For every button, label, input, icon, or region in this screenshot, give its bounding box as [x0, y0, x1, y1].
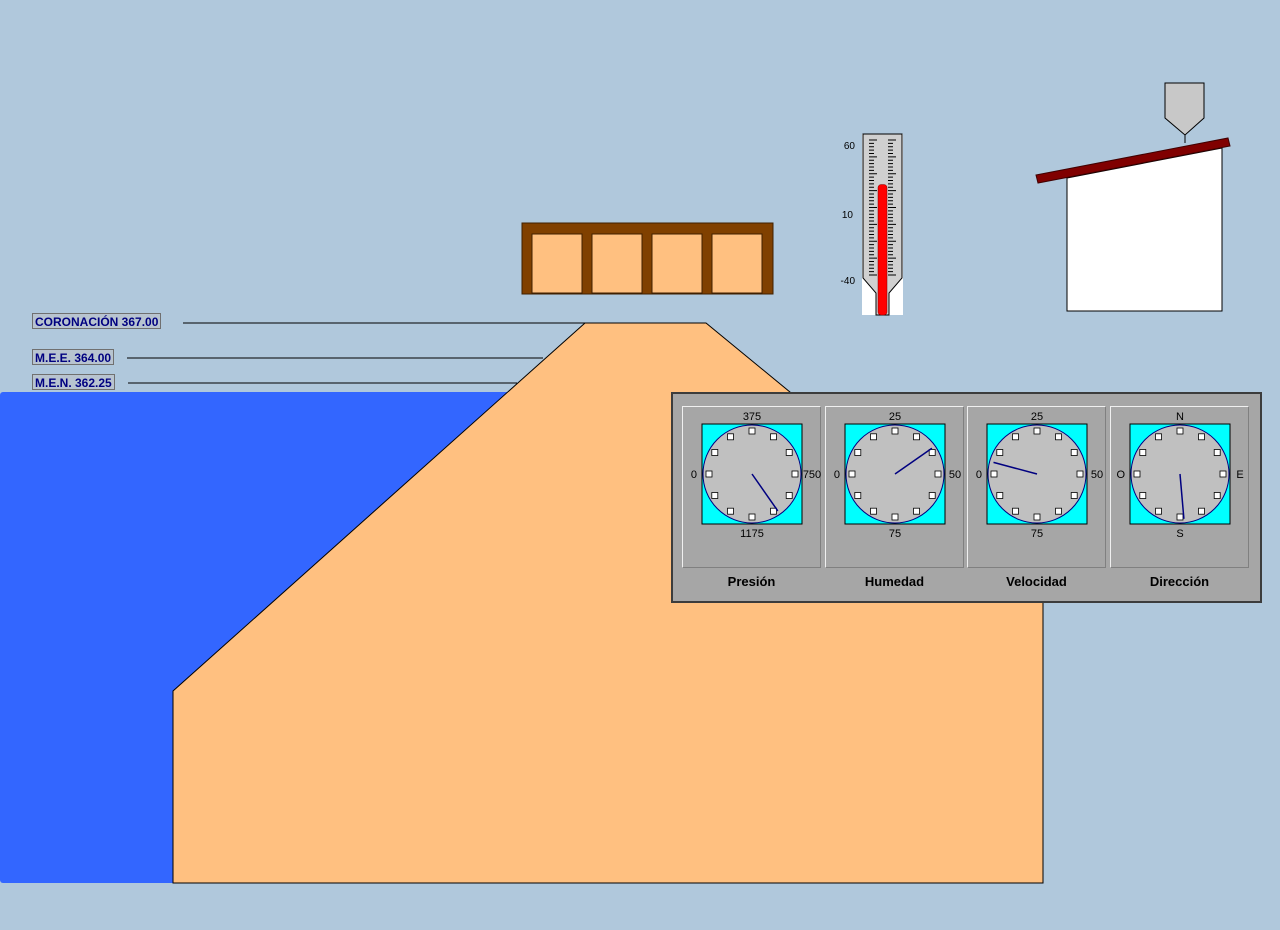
gauge-tick — [711, 492, 719, 499]
gauge-label-bottom: 1175 — [740, 528, 764, 540]
gauge-tick — [1213, 492, 1221, 499]
gauge-tick — [891, 513, 899, 521]
gauge-tick — [1176, 427, 1184, 435]
gauge-tick — [1213, 449, 1221, 456]
gauge-tick — [1176, 513, 1184, 521]
gauge-tick — [913, 507, 920, 515]
gauge-tick — [1198, 433, 1205, 441]
gauge-tick — [1139, 449, 1147, 456]
gauge-tick — [770, 507, 777, 515]
gauge-tick — [913, 433, 920, 441]
gauge-tick — [990, 470, 998, 478]
normal-level-label: M.E.N. 362.25 — [32, 374, 115, 390]
gauge-tick — [711, 449, 719, 456]
gauge-tick — [791, 470, 799, 478]
thermometer-label-min: -40 — [841, 276, 856, 287]
wind-speed-title: Velocidad — [1006, 574, 1067, 589]
gauge-tick — [854, 449, 862, 456]
gauge-label-right: 50 — [949, 469, 961, 481]
gauge-tick — [1012, 507, 1019, 515]
gauge-tick — [1139, 492, 1147, 499]
weather-station-house — [1035, 82, 1231, 312]
humidity-gauge: 25 75 0 50 — [825, 406, 964, 568]
gauge-label-bottom: 75 — [889, 528, 901, 540]
thermometer-mercury — [877, 184, 888, 316]
gauge-tick — [1033, 513, 1041, 521]
gauge-tick — [1055, 507, 1062, 515]
gauge-tick — [870, 507, 877, 515]
crest-level-label: CORONACIÓN 367.00 — [32, 313, 162, 329]
gauge-label-right: 750 — [803, 469, 821, 481]
thermometer-ticks — [869, 139, 896, 276]
gauge-tick — [1033, 427, 1041, 435]
gauge-tick — [727, 507, 734, 515]
gauge-tick — [996, 492, 1004, 499]
gauge-label-left: 0 — [691, 469, 697, 481]
gauge-tick — [785, 492, 793, 499]
gauge-label-right: E — [1236, 469, 1243, 481]
gauge-needle — [894, 447, 933, 475]
gauge-tick — [928, 492, 936, 499]
gauge-tick — [854, 492, 862, 499]
gauge-tick — [770, 433, 777, 441]
gauge-label-top: N — [1176, 411, 1184, 423]
gauge-label-left: O — [1116, 469, 1125, 481]
gauge-tick — [934, 470, 942, 478]
gauge-label-left: 0 — [834, 469, 840, 481]
pressure-title: Presión — [727, 574, 776, 589]
extraordinary-level-label: M.E.E. 364.00 — [32, 349, 115, 365]
gauge-svg: 25 75 0 50 — [976, 411, 1103, 540]
wind-direction-gauge: N S O E — [1110, 406, 1249, 568]
gauge-tick — [1076, 470, 1084, 478]
gauge-tick — [891, 427, 899, 435]
gauge-tick — [748, 513, 756, 521]
gauge-svg: N S O E — [1116, 411, 1243, 540]
wind-speed-gauge: 25 75 0 50 — [967, 406, 1106, 568]
gauge-tick — [1070, 492, 1078, 499]
gauge-tick — [1155, 507, 1162, 515]
gauge-tick — [785, 449, 793, 456]
gauge-tick — [870, 433, 877, 441]
gauge-tick — [1219, 470, 1227, 478]
thermometer-label-max: 60 — [844, 141, 856, 152]
gauge-tick — [1055, 433, 1062, 441]
gauge-tick — [1133, 470, 1141, 478]
gauge-label-top: 25 — [1031, 411, 1043, 423]
thermometer-label-mid: 10 — [842, 210, 854, 221]
gauge-tick — [848, 470, 856, 478]
gauge-tick — [1070, 449, 1078, 456]
wind-direction-title: Dirección — [1149, 574, 1210, 589]
thermometer: 60 10 -40 — [841, 133, 903, 316]
gauge-needle — [751, 473, 779, 512]
gauge-tick — [1155, 433, 1162, 441]
gauge-needle — [993, 461, 1038, 475]
gauge-label-left: 0 — [976, 469, 982, 481]
gauge-tick — [1012, 433, 1019, 441]
gauge-tick — [727, 433, 734, 441]
pressure-gauge: 375 1175 0 750 — [682, 406, 821, 568]
gauge-label-top: 375 — [743, 411, 761, 423]
gauge-label-bottom: S — [1176, 528, 1183, 540]
gauge-svg: 375 1175 0 750 — [691, 411, 821, 540]
gauge-tick — [1198, 507, 1205, 515]
humidity-title: Humedad — [864, 574, 925, 589]
gauge-label-top: 25 — [889, 411, 901, 423]
gauge-tick — [996, 449, 1004, 456]
gauge-tick — [928, 449, 936, 456]
gauge-label-right: 50 — [1091, 469, 1103, 481]
gauge-tick — [705, 470, 713, 478]
crest-structure — [521, 222, 774, 295]
gauge-svg: 25 75 0 50 — [834, 411, 961, 540]
gauge-tick — [748, 427, 756, 435]
gauge-label-bottom: 75 — [1031, 528, 1043, 540]
rain-gauge-icon — [1164, 82, 1205, 143]
gauge-needle — [1179, 473, 1185, 519]
